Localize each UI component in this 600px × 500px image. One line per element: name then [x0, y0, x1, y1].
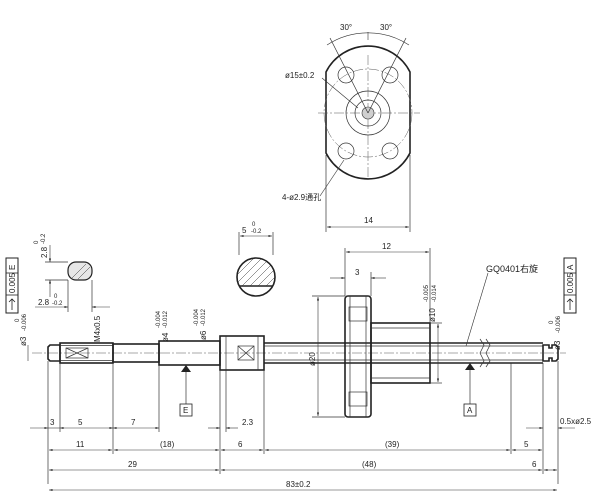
dimension-row-1: 3 5 7 2.3 0.5xø2.5: [30, 417, 592, 430]
angle-left-label: 30°: [340, 23, 352, 32]
left-end-dia: ø3: [19, 336, 28, 346]
end-height-tol-top: 0: [34, 240, 40, 244]
end-height-tol-bot: -0.2: [41, 233, 47, 244]
thread-label: M4x0.5: [93, 315, 102, 342]
pcd-leader: [321, 77, 359, 109]
break-symbol: [479, 338, 491, 368]
dim-11: 11: [76, 440, 85, 449]
journal1-tol-bot: -0.012: [163, 310, 169, 328]
right-end-tol-top: 0: [549, 320, 555, 324]
section-flat-tol-top: 0: [252, 222, 256, 228]
thread-spec-label: GQ0401右旋: [486, 263, 538, 274]
ball-screw-side-view: [32, 295, 566, 418]
width-label: 14: [364, 216, 373, 225]
section-flat-value: 5: [242, 226, 247, 235]
angle-line-right: [367, 37, 407, 114]
end-width-tol-bot: -0.2: [52, 301, 63, 307]
flange-outline: [325, 45, 411, 180]
nut-flange-thk-label: 3: [355, 268, 360, 277]
nut-length-label: 12: [382, 242, 391, 251]
dim-18: (18): [160, 440, 175, 449]
dimension-row-3: 29 (48) 6: [49, 460, 557, 472]
collar-flat: [237, 345, 255, 361]
shaft-collar: [219, 335, 265, 371]
tol-left-value: 0.005: [8, 272, 17, 293]
angle-line-left: [329, 37, 369, 114]
nut-dia-tol-label: ø10: [428, 308, 437, 322]
nut-dimensions: 12 3 ø20 ø10 -0.005 -0.014 GQ0401右旋: [308, 242, 538, 418]
flange-hole-tr: [381, 66, 399, 84]
journal1-label: ø4: [161, 332, 170, 342]
groove-label: 0.5xø2.5: [560, 417, 592, 426]
shaft-diameter-labels: ø3 0 -0.006 M4x0.5 ø4 -0.004 -0.012 ø6 -…: [15, 308, 562, 361]
flange-hole-bl: [337, 142, 355, 160]
left-end-tol-top: 0: [15, 318, 21, 322]
end-width-tol-top: 0: [54, 294, 58, 300]
tolerance-frame-right: 0.005 A: [563, 257, 577, 314]
dim-6: 6: [238, 440, 243, 449]
dim-7: 7: [131, 418, 136, 427]
tol-right-datum: A: [566, 264, 575, 270]
dim-48: (48): [362, 460, 377, 469]
dim-39: (39): [385, 440, 400, 449]
tol-right-value: 0.005: [566, 272, 575, 293]
dim-6b: 6: [532, 460, 537, 469]
end-height-value: 2.8: [40, 246, 49, 258]
left-end-tol-bot: -0.006: [22, 313, 28, 331]
holes-label: 4-ø2.9通孔: [282, 192, 321, 202]
dim-5b: 5: [524, 440, 529, 449]
datum-a: A: [463, 363, 477, 417]
dim-overall: 83±0.2: [286, 480, 311, 489]
end-detail-body: [67, 261, 93, 281]
dim-29: 29: [128, 460, 137, 469]
nut-dia-tol-top: -0.005: [424, 284, 430, 302]
journal2-tol-top: -0.004: [194, 308, 200, 326]
runout-arrow-icon: [566, 298, 574, 310]
section-view: 5 0 -0.2: [236, 222, 276, 297]
flange-hole-br: [381, 142, 399, 160]
flange-hole-tl: [337, 66, 355, 84]
journal2-label: ø6: [199, 330, 208, 340]
nut-dia-label: ø20: [308, 352, 317, 366]
flange-nut-body: [345, 90, 391, 136]
nut-body: [370, 322, 431, 384]
extension-lines: [47, 361, 559, 484]
dim-2-3: 2.3: [242, 418, 254, 427]
angle-right-label: 30°: [380, 23, 392, 32]
section-circle: [236, 257, 276, 297]
datum-e-label: E: [183, 406, 188, 415]
dimension-overall: 83±0.2: [49, 480, 557, 492]
flange-shaft-circle: [354, 99, 382, 127]
dim-5: 5: [78, 418, 83, 427]
flange-pcd-circle: [323, 68, 413, 158]
journal1-tol-top: -0.004: [156, 310, 162, 328]
dim-3: 3: [50, 418, 55, 427]
pcd-label: ø15±0.2: [285, 71, 315, 80]
tol-left-datum: E: [8, 265, 17, 270]
flange-end-view: 30° 30° ø15±0.2 4-ø2.9通孔 14: [282, 23, 420, 232]
datum-e: E: [179, 365, 193, 417]
dimension-row-2: 11 (18) 6 (39) 5: [49, 440, 542, 452]
tolerance-frame-left: 0.005 E: [5, 257, 19, 314]
end-width-value: 2.8: [38, 298, 50, 307]
right-end-tol-bot: -0.006: [556, 315, 562, 333]
end-detail: 2.8 0 -0.2 2.8 0 -0.2: [34, 233, 110, 312]
datum-a-label: A: [467, 406, 473, 415]
wrench-flat: [65, 347, 89, 359]
thread-spec-leader: [465, 272, 489, 347]
holes-leader: [319, 159, 345, 197]
journal2-tol-bot: -0.012: [201, 308, 207, 326]
runout-arrow-icon: [8, 298, 16, 310]
nut-dia-tol-bot: -0.014: [432, 284, 438, 302]
section-flat-tol-bot: -0.2: [251, 229, 262, 235]
right-end-dia: ø3: [553, 340, 562, 350]
shaft-right-end: [542, 344, 559, 362]
